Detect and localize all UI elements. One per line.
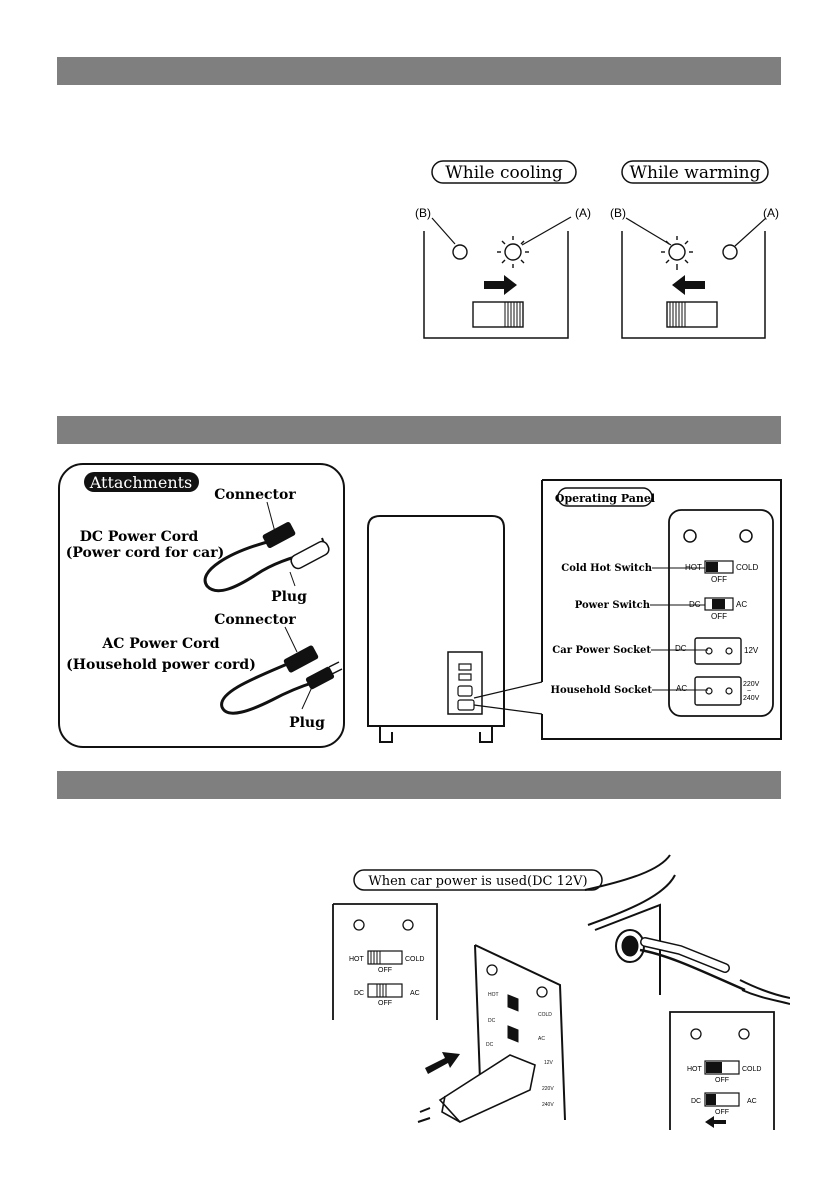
off-label: OFF [378,1000,392,1007]
240v-label: 240V [542,1102,554,1108]
ac-label: AC [538,1036,545,1042]
cooling-panel: (B) (A) [415,206,591,339]
car-power-panel-after: HOT COLD OFF DC AC OFF [669,1011,775,1130]
section-header-band-1 [57,57,781,85]
dc-cord-sub: (Power cord for car) [66,545,224,561]
hot-label: HOT [488,992,499,998]
warming-caption-pill [621,160,769,184]
lamp-a-label: (A) [763,206,779,220]
12v-label: 12V [744,646,759,655]
12v-label: 12V [544,1060,554,1066]
220v-label: 220V [743,681,760,688]
dc-power-cord-icon [203,501,330,593]
lamp-b-lit-icon [661,236,693,270]
ac-label: AC [676,684,687,693]
plug-insertion-drawing: HOT COLD DC AC DC 12V 220V 240V [417,944,566,1123]
power-switch-label: Power Switch [575,600,651,611]
off-label: OFF [711,612,727,621]
ac-cord-sub: (Household power cord) [66,657,256,673]
240v-label: 240V [743,695,760,702]
household-socket [694,676,742,706]
cooling-switch [472,301,524,328]
car-power-figure: When car power is used(DC 12V) HOT COLD … [332,854,790,1130]
off-label: OFF [715,1109,729,1116]
attachments-figure: Attachments Connector DC Power Cord (Pow… [58,463,345,748]
plug-label-ac: Plug [289,715,325,731]
car-socket-drawing [584,854,790,1005]
dc-label: DC [691,1098,701,1105]
warming-caption: While warming [630,163,761,183]
dc-label: DC [675,644,687,653]
220v-label: 220V [542,1086,554,1092]
dc-label: DC [486,1042,494,1048]
ac-label: AC [410,990,420,997]
lamp-a-off [722,244,738,260]
cooler-unit-figure: Operating Panel Cold Hot Switch HOT COLD… [367,479,782,743]
tilde-label: ~ [747,688,751,695]
insert-arrow-icon [425,1052,460,1074]
off-label: OFF [378,967,392,974]
lamp-b-label: (B) [610,206,626,220]
section-header-band-2 [57,416,781,444]
car-power-socket [694,637,742,665]
off-label: OFF [715,1077,729,1084]
attachments-badge [84,472,199,492]
warming-switch [666,301,718,328]
lamp-b-off [452,244,468,260]
car-power-socket-label: Car Power Socket [552,645,651,656]
dc-label: DC [354,990,364,997]
cooling-caption: While cooling [445,163,563,183]
ac-label: AC [747,1098,757,1105]
ac-power-cord-icon [220,626,343,715]
arrow-left-icon [705,1116,726,1128]
arrow-left-icon [672,275,705,295]
car-power-panel-before: HOT COLD OFF DC AC OFF [332,903,438,1020]
car-power-caption: When car power is used(DC 12V) [368,874,587,889]
dc-cord-label: DC Power Cord [80,529,199,545]
lamp-a-lit-icon [497,236,529,268]
hot-label: HOT [685,563,702,572]
arrow-right-icon [484,275,517,295]
attachments-title: Attachments [89,473,193,492]
cold-label: COLD [736,563,758,572]
cooling-caption-pill [431,160,577,184]
hot-label: HOT [349,956,365,963]
plug-label-dc: Plug [271,589,307,605]
off-label: OFF [711,575,727,584]
lamp-a-label: (A) [575,206,591,220]
cold-label: COLD [742,1066,761,1073]
indicator-lamp-figure: While cooling While warming (B) (A) (B) … [415,160,779,339]
warming-panel: (B) (A) [610,206,779,339]
operating-panel-title: Operating Panel [555,492,655,505]
lamp-b-label: (B) [415,206,431,220]
operating-panel [668,509,774,717]
ac-label: AC [736,600,747,609]
panel-window [447,651,483,715]
cold-label: COLD [405,956,424,963]
connector-label-ac: Connector [214,612,296,628]
car-power-caption-pill [353,869,603,891]
hot-label: HOT [687,1066,703,1073]
section-header-band-3 [57,771,781,799]
dc-label: DC [689,600,701,609]
cold-label: COLD [538,1012,552,1018]
household-socket-label: Household Socket [551,685,653,696]
ac-cord-label: AC Power Cord [101,636,219,652]
dc-label: DC [488,1018,496,1024]
cold-hot-switch-label: Cold Hot Switch [561,563,652,574]
connector-label-dc: Connector [214,487,296,503]
